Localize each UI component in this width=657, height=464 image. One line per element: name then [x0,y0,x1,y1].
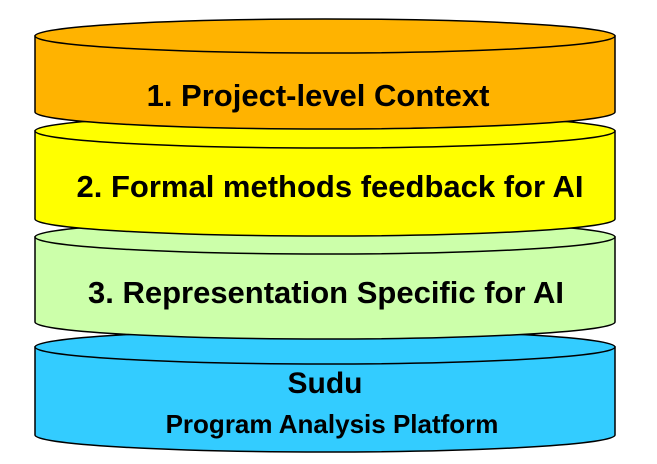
layer-1-top [34,18,616,54]
layer-4-subtitle: Program Analysis Platform [166,409,499,439]
layer-1-cylinder: 1. Project-level Context [34,18,616,130]
layer-2-cylinder: 2. Formal methods feedback for AI [34,113,616,237]
layer-1-body [34,35,616,130]
layer-1-label: 1. Project-level Context [147,78,490,113]
layer-4-cylinder: Sudu Program Analysis Platform [34,329,616,453]
layer-3-cylinder: 3. Representation Specific for AI [34,219,616,340]
layer-2-body [34,130,616,237]
layer-4-body [34,346,616,453]
layer-3-label: 3. Representation Specific for AI [88,275,564,310]
layer-3-body [34,236,616,340]
layer-2-label: 2. Formal methods feedback for AI [76,169,583,204]
layer-4-title: Sudu [288,367,363,400]
